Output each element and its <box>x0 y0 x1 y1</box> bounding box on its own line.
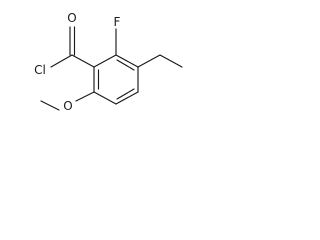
ring-bond-c1-c2 <box>93 54 117 68</box>
atom-label-fluorine: F <box>114 15 121 29</box>
ring-bond-c5-c6 <box>93 91 117 105</box>
structure-canvas: O Cl F O <box>0 0 226 137</box>
atom-label-carbonyl-oxygen: O <box>67 11 76 25</box>
ethyl-group <box>137 54 183 68</box>
atom-label-chlorine: Cl <box>34 63 46 77</box>
ring-double-bond-c2-c3 <box>116 59 135 71</box>
ring-bond-c2-c3 <box>115 54 139 68</box>
bond-ring-to-ethyl <box>137 54 161 68</box>
bond-ring-to-carbonyl <box>71 54 95 68</box>
methoxy-group <box>40 91 95 111</box>
bond-carbonyl-to-chlorine <box>50 54 73 68</box>
bond-ring-to-methoxy-oxygen <box>75 91 95 102</box>
ring-double-bond-c4-c5 <box>116 88 135 100</box>
ring-bond-c4-c5 <box>115 91 139 105</box>
bond-ethyl-ch2-ch3 <box>159 54 183 68</box>
acyl-chloride-group <box>50 26 95 68</box>
chemical-structure-diagram: O Cl F O <box>34 11 183 113</box>
bond-methoxy-oxygen-to-methyl <box>40 100 60 111</box>
atom-label-methoxy-oxygen: O <box>63 99 72 113</box>
benzene-ring <box>93 54 139 105</box>
